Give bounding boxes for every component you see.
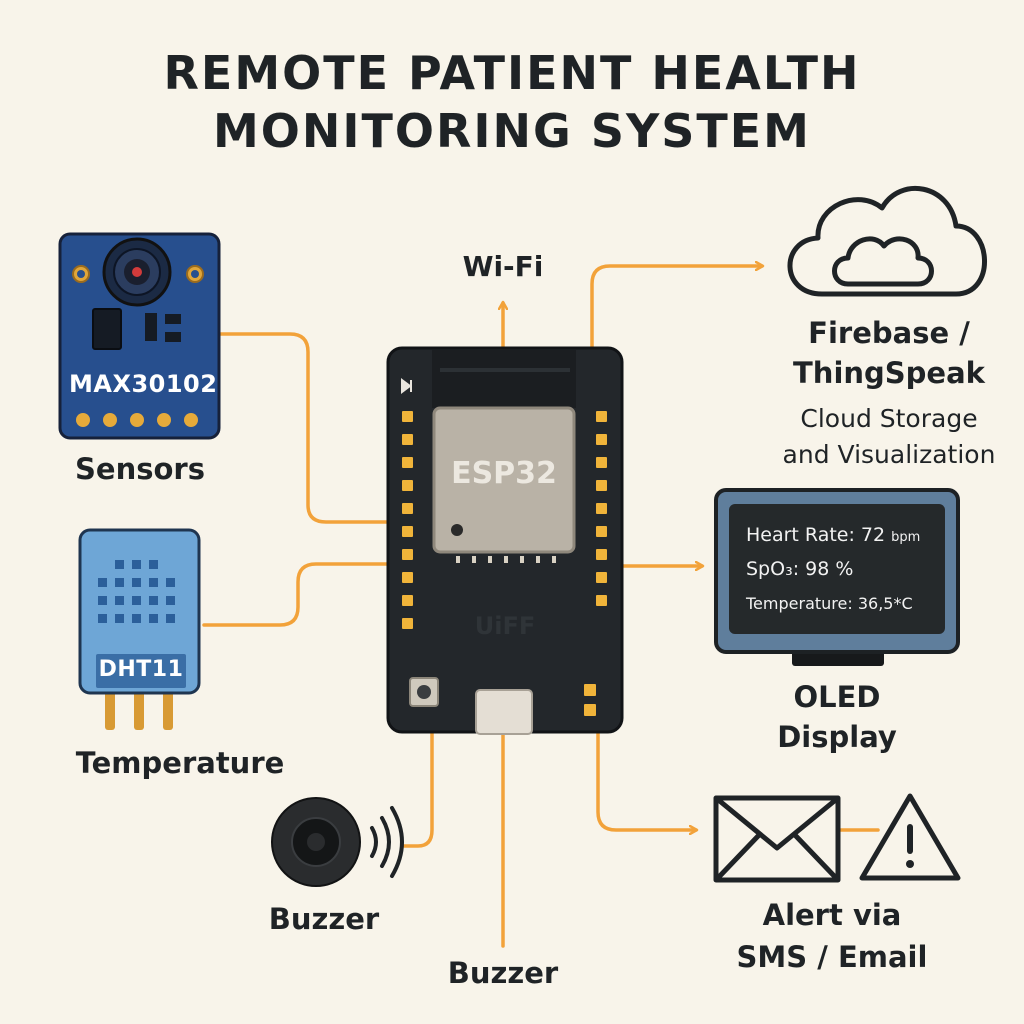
- warning-icon: [859, 793, 961, 881]
- mail-icon: [713, 795, 841, 883]
- cloud-description-line1: Cloud Storage: [800, 404, 978, 433]
- buzzer-icon: [271, 797, 361, 887]
- alert-line2: SMS / Email: [736, 940, 928, 974]
- dht11-module: [78, 528, 201, 730]
- max30102-label: MAX30102: [69, 370, 218, 398]
- oled-screen: [729, 504, 945, 634]
- sound-waves-icon: [370, 806, 404, 878]
- cloud-name-line2: ThingSpeak: [793, 356, 985, 390]
- oled-heart-rate-unit: bpm: [891, 530, 921, 545]
- pin-pad: [76, 413, 90, 427]
- page-title-line2: MONITORING SYSTEM: [213, 104, 811, 158]
- connector-esp32-to-buzzer-left: [402, 730, 434, 848]
- connector-esp32-to-cloud: [590, 266, 762, 350]
- buzzer-left-label: Buzzer: [268, 902, 380, 936]
- mount-hole: [191, 270, 199, 278]
- pin-pad: [157, 413, 171, 427]
- buzzer-bottom-label: Buzzer: [447, 956, 559, 990]
- temperature-caption: Temperature: [75, 746, 285, 780]
- cloud-icon: [787, 185, 987, 297]
- connector-dht11-to-esp32: [202, 562, 390, 627]
- mount-hole: [77, 270, 85, 278]
- connector-max30102-to-esp32: [218, 332, 390, 524]
- esp32-board-mark: UiFF: [474, 612, 536, 640]
- pin-pad: [184, 413, 198, 427]
- dht11-label: DHT11: [98, 657, 184, 682]
- oled-temperature: Temperature: 36,5*C: [746, 594, 913, 613]
- page-title-line1: REMOTE PATIENT HEALTH: [163, 46, 861, 100]
- pin-pad: [130, 413, 144, 427]
- chip-component: [165, 332, 181, 342]
- chip-component: [165, 314, 181, 324]
- alert-line1: Alert via: [762, 898, 902, 932]
- usb-port: [475, 689, 533, 735]
- pin-pad: [103, 413, 117, 427]
- esp32-board: [386, 346, 624, 735]
- cloud-name-line1: Firebase /: [808, 316, 970, 350]
- esp32-chip: [432, 406, 576, 554]
- wifi-label: Wi-Fi: [462, 250, 544, 283]
- antenna-area: [432, 350, 576, 408]
- oled-spo2: SpO₃: 98 %: [746, 558, 854, 580]
- sensors-caption: Sensors: [75, 452, 205, 486]
- dht11-pin: [134, 690, 144, 730]
- oled-caption-line1: OLED: [793, 680, 881, 714]
- cloud-description-line2: and Visualization: [782, 440, 996, 469]
- chip-component: [92, 308, 122, 350]
- esp32-chip-label: ESP32: [451, 456, 557, 491]
- dht11-pin: [163, 690, 173, 730]
- connector-esp32-to-alert: [596, 730, 696, 830]
- play-marker: [401, 378, 412, 394]
- oled-caption-line2: Display: [777, 720, 897, 754]
- chip-component: [145, 313, 157, 341]
- max30102-module: [58, 232, 221, 440]
- dht11-label-plate: [96, 654, 186, 688]
- dht11-pin: [105, 690, 115, 730]
- oled-display: [714, 488, 960, 666]
- oled-heart-rate: Heart Rate: 72 bpm: [746, 524, 921, 546]
